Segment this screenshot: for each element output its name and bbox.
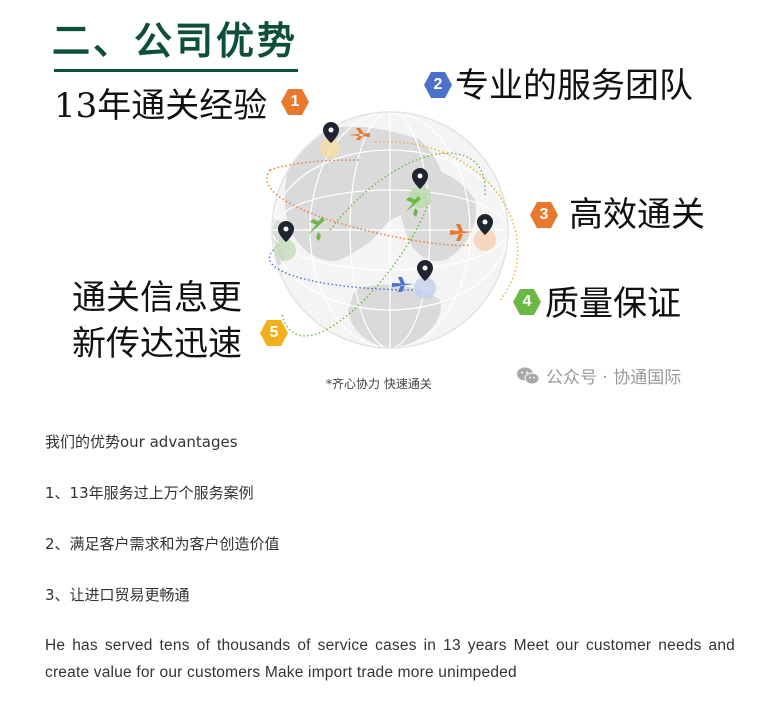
heading-underline xyxy=(54,69,298,72)
watermark-text: 公众号 · 协通国际 xyxy=(546,368,682,388)
watermark: 公众号 · 协通国际 xyxy=(516,363,681,388)
globe-illustration xyxy=(266,111,519,349)
feature-5-label-line2: 新传达迅速 xyxy=(72,324,242,364)
section-heading: 二、公司优势 xyxy=(52,19,299,63)
banner-caption: *齐心协力 快速通关 xyxy=(326,377,432,391)
advantages-banner-image: 二、公司优势 xyxy=(52,19,705,391)
paragraph-intro: 我们的优势our advantages xyxy=(45,433,238,451)
paragraph-english-summary: He has served tens of thousands of servi… xyxy=(45,637,735,681)
paragraph-point-3: 3、让进口贸易更畅通 xyxy=(45,586,190,604)
paragraph-point-2: 2、满足客户需求和为客户创造价值 xyxy=(45,535,280,553)
feature-1-label: 13年通关经验 xyxy=(54,86,268,126)
paragraph-point-1: 1、13年服务过上万个服务案例 xyxy=(45,484,254,502)
feature-3-label: 高效通关 xyxy=(569,195,705,235)
wechat-icon xyxy=(517,367,540,384)
feature-4-badge: 4 xyxy=(513,289,541,315)
feature-5-label-line1: 通关信息更 xyxy=(72,278,242,318)
feature-2-badge: 2 xyxy=(424,72,452,98)
feature-3-badge: 3 xyxy=(530,202,558,228)
feature-2-label: 专业的服务团队 xyxy=(455,66,693,106)
feature-4-label: 质量保证 xyxy=(545,284,681,324)
